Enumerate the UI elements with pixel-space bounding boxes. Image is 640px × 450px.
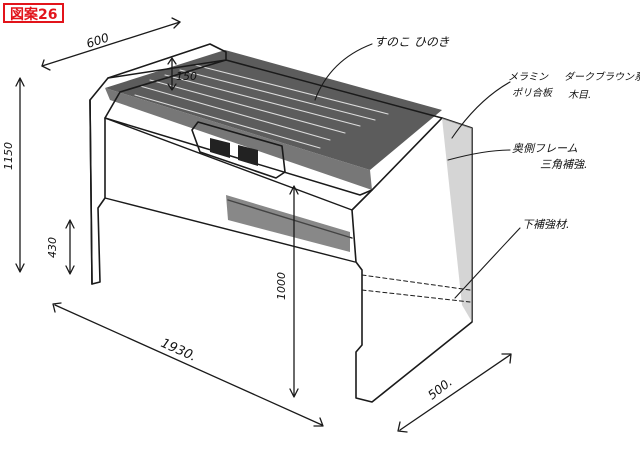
dim-500-line [399,354,511,431]
note-back-frame-2: 三角補強. [540,158,588,171]
dim-150-text: 150 [176,70,197,83]
slat-lines [134,64,389,149]
note-slats: すのこ ひのき [374,35,449,49]
lower-brace-dashed [361,274,471,303]
dim-1150-text: 1150 [2,142,15,170]
back-panel-shade [442,118,472,322]
dim-1930-line [54,304,323,426]
note-melamine-2: ダークブラウン系 [564,71,640,83]
note-melamine-1: メラミン [508,72,549,83]
front-end-panel [89,43,227,285]
slat-surface [105,50,442,170]
note-lower-brace: 下補強材. [522,218,570,231]
note-back-frame-1: 奥側フレーム [512,142,578,155]
figure-label: 図案26 [3,3,65,23]
front-raised-rim [107,59,443,119]
leader-melamine [451,81,511,139]
note-melamine-3: ポリ合板 [512,87,554,99]
dim-width-line [41,21,181,67]
center-bracket [191,121,286,179]
dim-500-text: 500. [425,375,455,402]
dim-width-text: 600 [85,30,111,51]
top-rail-front [104,117,373,196]
dimension-lines [15,17,512,433]
dim-430-text: 430 [46,237,59,258]
front-end-thickness [89,99,93,285]
leader-slats [314,43,373,101]
note-melamine-4: 木目. [568,89,591,101]
slat-surface-edge [105,88,372,190]
leader-back-frame [447,149,511,161]
leader-lower-brace [454,227,521,299]
dim-1000-text: 1000 [275,272,288,300]
leader-lines [314,43,521,299]
inner-shadow [226,195,350,252]
